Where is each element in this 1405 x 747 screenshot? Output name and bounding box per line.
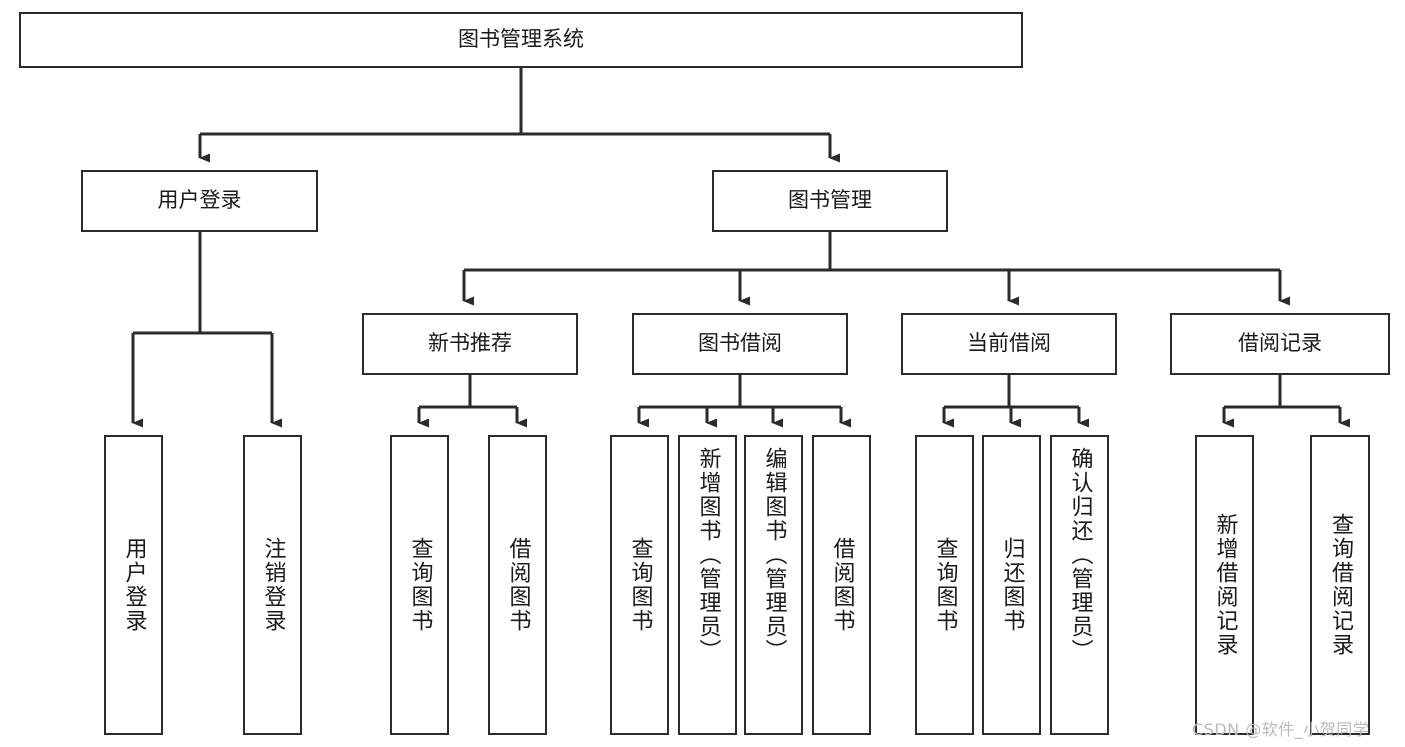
node-leaf-borrow-book-recommend-label: 借阅图书 xyxy=(505,537,531,633)
node-leaf-query-borrow-record-label: 查询借阅记录 xyxy=(1328,513,1353,657)
node-leaf-confirm-return[interactable]: 确认归还（管理员） xyxy=(1050,435,1109,735)
node-leaf-borrow-book[interactable]: 借阅图书 xyxy=(812,435,871,735)
node-leaf-user-logout[interactable]: 注销登录 xyxy=(243,435,302,735)
node-book-manage-label: 图书管理 xyxy=(788,188,872,213)
node-user-login-label: 用户登录 xyxy=(157,188,242,213)
node-borrow-record[interactable]: 借阅记录 xyxy=(1170,313,1390,375)
node-leaf-query-book-borrow[interactable]: 查询图书 xyxy=(610,435,669,735)
node-leaf-query-book-recommend[interactable]: 查询图书 xyxy=(390,435,449,735)
node-leaf-return-book[interactable]: 归还图书 xyxy=(982,435,1041,735)
node-leaf-user-login[interactable]: 用户登录 xyxy=(104,435,163,735)
node-leaf-edit-book-label: 编辑图书（管理员） xyxy=(761,447,787,663)
node-current-borrow[interactable]: 当前借阅 xyxy=(901,313,1117,375)
node-leaf-confirm-return-label: 确认归还（管理员） xyxy=(1067,447,1093,663)
node-leaf-query-book-recommend-label: 查询图书 xyxy=(407,537,433,633)
node-book-manage[interactable]: 图书管理 xyxy=(712,170,948,232)
node-new-book-recommend-label: 新书推荐 xyxy=(428,331,512,356)
node-leaf-query-book-borrow-label: 查询图书 xyxy=(627,537,653,633)
node-leaf-user-logout-label: 注销登录 xyxy=(260,537,286,633)
node-leaf-add-borrow-record[interactable]: 新增借阅记录 xyxy=(1195,435,1254,735)
node-leaf-user-login-label: 用户登录 xyxy=(121,537,147,633)
node-book-borrow-label: 图书借阅 xyxy=(698,331,782,356)
node-leaf-edit-book[interactable]: 编辑图书（管理员） xyxy=(744,435,803,735)
node-leaf-borrow-book-label: 借阅图书 xyxy=(829,537,855,633)
node-borrow-record-label: 借阅记录 xyxy=(1238,331,1322,356)
node-leaf-add-borrow-record-label: 新增借阅记录 xyxy=(1212,513,1238,657)
node-leaf-query-book-current[interactable]: 查询图书 xyxy=(915,435,974,735)
node-leaf-query-book-current-label: 查询图书 xyxy=(932,537,958,633)
node-root[interactable]: 图书管理系统 xyxy=(19,12,1023,68)
node-leaf-add-book[interactable]: 新增图书（管理员） xyxy=(678,435,737,735)
node-leaf-borrow-book-recommend[interactable]: 借阅图书 xyxy=(488,435,547,735)
node-book-borrow[interactable]: 图书借阅 xyxy=(632,313,848,375)
node-root-label: 图书管理系统 xyxy=(458,27,584,52)
node-leaf-return-book-label: 归还图书 xyxy=(999,537,1025,633)
node-current-borrow-label: 当前借阅 xyxy=(967,331,1051,356)
node-leaf-query-borrow-record[interactable]: 查询借阅记录 xyxy=(1310,435,1370,735)
node-user-login[interactable]: 用户登录 xyxy=(81,170,318,232)
node-leaf-add-book-label: 新增图书（管理员） xyxy=(695,447,721,663)
node-new-book-recommend[interactable]: 新书推荐 xyxy=(362,313,578,375)
csdn-watermark: CSDN @软件_小贺同学 xyxy=(1192,720,1370,739)
